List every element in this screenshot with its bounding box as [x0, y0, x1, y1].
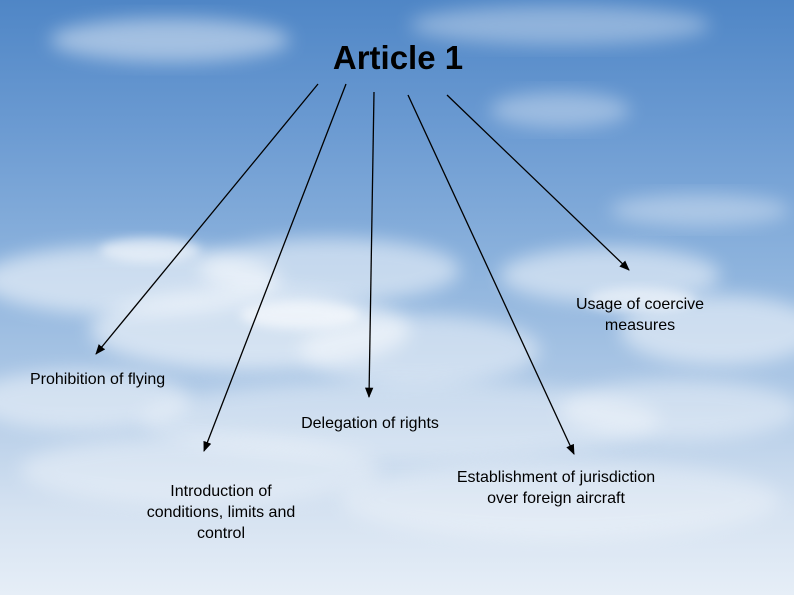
node-label-line: Introduction of	[170, 483, 272, 500]
node-label-line: over foreign aircraft	[487, 490, 625, 507]
node-label-line: control	[196, 525, 246, 542]
node-introduction-of-conditions: Introduction of conditions, limits and c…	[115, 481, 327, 544]
node-label-line: conditions, limits and	[146, 504, 296, 521]
cloud-layer	[0, 5, 794, 540]
arrow-to-delegation	[364, 91, 375, 399]
arrow-to-establishment	[407, 94, 575, 455]
arrow-to-introduction	[203, 83, 347, 452]
node-label-line: Delegation of rights	[301, 415, 439, 432]
node-prohibition-of-flying: Prohibition of flying	[30, 369, 220, 390]
edge-group	[95, 83, 630, 455]
arrow-to-usage	[446, 94, 630, 271]
node-establishment-of-jurisdiction: Establishment of jurisdiction over forei…	[420, 467, 692, 509]
diagram-title: Article 1	[332, 39, 464, 76]
node-label-line: measures	[604, 317, 676, 334]
node-label-line: Usage of coercive	[575, 296, 705, 313]
arrow-to-prohibition	[95, 83, 319, 355]
node-delegation-of-rights: Delegation of rights	[270, 413, 470, 434]
node-label-line: Establishment of jurisdiction	[456, 469, 656, 486]
node-label-line: Prohibition of flying	[30, 371, 166, 388]
node-usage-of-coercive-measures: Usage of coercive measures	[545, 294, 735, 336]
